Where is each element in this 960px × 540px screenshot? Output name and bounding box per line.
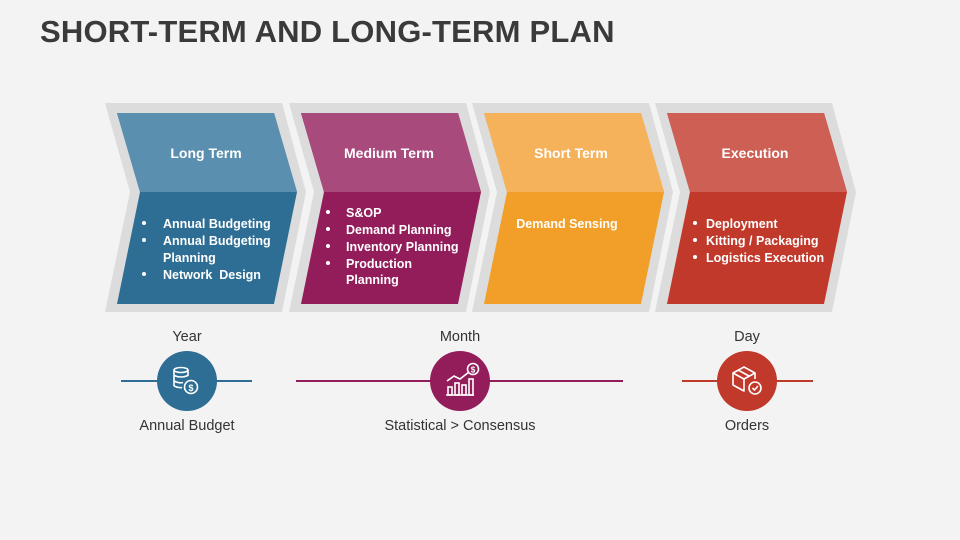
timeline-period: Month xyxy=(440,329,480,345)
timeline-node xyxy=(430,351,490,411)
stage-item: Deployment xyxy=(706,217,778,231)
bullet xyxy=(326,244,330,248)
bullet xyxy=(693,221,697,225)
timeline-node xyxy=(717,351,777,411)
stage-item: S&OP xyxy=(346,206,381,220)
timeline-day: Day Orders xyxy=(682,329,813,434)
svg-text:$: $ xyxy=(188,383,193,393)
stage-item: Inventory Planning xyxy=(346,240,459,254)
bullet xyxy=(693,238,697,242)
timeline-period: Year xyxy=(172,329,201,345)
growth-chart-icon: $ xyxy=(446,362,480,396)
stage-item-line: Annual Budgeting xyxy=(163,234,271,248)
stage-item-line: Planning xyxy=(163,251,216,265)
stage-item: Demand Sensing xyxy=(516,217,617,231)
bullet xyxy=(142,221,146,225)
stage-item-line: Planning xyxy=(346,273,399,287)
stage-item: Network Design xyxy=(163,268,261,282)
timeline-label: Annual Budget xyxy=(139,418,234,434)
stage-head xyxy=(301,113,481,192)
stage-item: Kitting / Packaging xyxy=(706,234,819,248)
timeline-label: Orders xyxy=(725,418,769,434)
bullet xyxy=(142,272,146,276)
svg-text:$: $ xyxy=(471,366,476,375)
stage-item: Annual Budgeting xyxy=(163,217,271,231)
stage-heading: Long Term xyxy=(170,145,241,161)
stage-item-line: Production xyxy=(346,257,412,271)
bullet xyxy=(326,261,330,265)
stage-heading: Execution xyxy=(722,145,789,161)
timeline-label: Statistical > Consensus xyxy=(384,418,535,434)
coins-dollar-icon: $ xyxy=(173,366,199,395)
timeline-year: Year $ Annual Budget xyxy=(121,329,252,434)
timeline-period: Day xyxy=(734,329,761,345)
stage-item: Demand Planning xyxy=(346,223,452,237)
timeline-month: Month $ Statistical > Consensus xyxy=(296,329,623,434)
stage-short-term: Short Term Demand Sensing xyxy=(472,103,673,312)
slide-title: SHORT-TERM AND LONG-TERM PLAN xyxy=(40,14,615,49)
stage-head xyxy=(667,113,847,192)
stage-long-term: Long Term Annual Budgeting Annual Budget… xyxy=(105,103,306,312)
bullet xyxy=(326,210,330,214)
bullet xyxy=(693,255,697,259)
package-check-icon xyxy=(732,366,762,395)
stage-item: Production Planning xyxy=(346,257,415,287)
bullet xyxy=(142,238,146,242)
bullet xyxy=(326,227,330,231)
stage-heading: Medium Term xyxy=(344,145,434,161)
stage-medium-term: Medium Term S&OP Demand Planning Invento… xyxy=(289,103,490,312)
stage-execution: Execution Deployment Kitting / Packaging… xyxy=(655,103,856,312)
stage-item: Annual Budgeting Planning xyxy=(163,234,274,265)
stage-head xyxy=(117,113,297,192)
stage-head xyxy=(484,113,664,192)
stage-heading: Short Term xyxy=(534,145,608,161)
stage-item: Logistics Execution xyxy=(706,251,824,265)
